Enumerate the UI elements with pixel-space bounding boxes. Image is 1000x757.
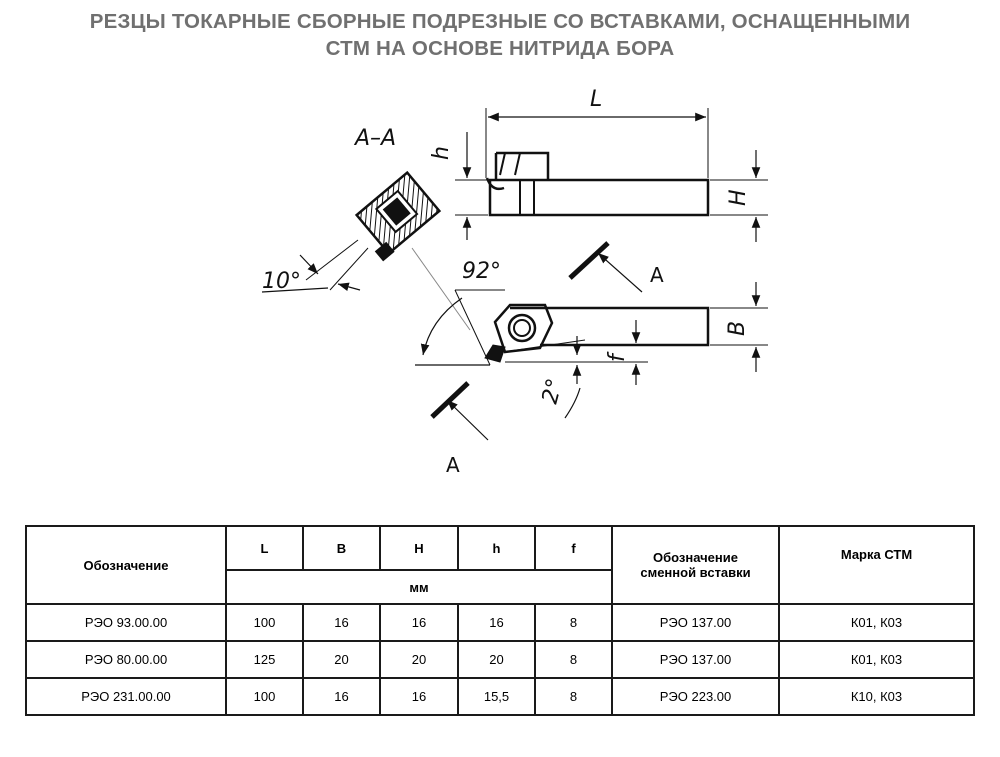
dim-L-label: L <box>590 87 602 112</box>
plan-view <box>415 241 768 441</box>
dim-B-label: B <box>725 321 750 336</box>
cell-h: 16 <box>457 603 536 642</box>
header-units: мм <box>225 569 613 605</box>
cell-grade: К01, К03 <box>778 603 975 642</box>
cell-L: 100 <box>225 677 304 716</box>
header-grade: Марка СТМ <box>778 525 975 605</box>
header-L: L <box>225 525 304 571</box>
cell-L: 125 <box>225 640 304 679</box>
header-h: h <box>457 525 536 571</box>
cut-label-top: А <box>650 263 664 287</box>
cell-designation: РЭО 80.00.00 <box>25 640 227 679</box>
cell-f: 8 <box>534 640 613 679</box>
title-line-1: РЕЗЦЫ ТОКАРНЫЕ СБОРНЫЕ ПОДРЕЗНЫЕ СО ВСТА… <box>89 10 911 33</box>
cell-grade: К01, К03 <box>778 640 975 679</box>
angle-92-label: 92° <box>462 259 501 284</box>
cell-f: 8 <box>534 677 613 716</box>
cell-insert: РЭО 223.00 <box>611 677 780 716</box>
cell-insert: РЭО 137.00 <box>611 640 780 679</box>
cut-label-bottom: А <box>446 453 460 477</box>
section-angle <box>261 239 471 331</box>
section-label: А–А <box>353 126 396 151</box>
header-B: B <box>302 525 381 571</box>
side-view <box>455 108 768 242</box>
technical-drawing: L h H А–А 10° <box>261 87 768 477</box>
cell-insert: РЭО 137.00 <box>611 603 780 642</box>
dim-h-label: h <box>429 146 454 160</box>
cell-designation: РЭО 231.00.00 <box>25 677 227 716</box>
header-designation: Обозначение <box>25 525 227 605</box>
table-row: РЭО 231.00.00 100 16 16 15,5 8 РЭО 223.0… <box>25 677 975 716</box>
cell-h: 15,5 <box>457 677 536 716</box>
table-row: РЭО 93.00.00 100 16 16 16 8 РЭО 137.00 К… <box>25 603 975 642</box>
section-view <box>354 170 442 262</box>
specs-table: Обозначение L B H h f Обозначение сменно… <box>25 525 975 716</box>
cell-B: 20 <box>302 640 381 679</box>
cell-L: 100 <box>225 603 304 642</box>
cell-H: 16 <box>379 677 459 716</box>
table-row: РЭО 80.00.00 125 20 20 20 8 РЭО 137.00 К… <box>25 640 975 679</box>
cell-f: 8 <box>534 603 613 642</box>
cell-grade: К10, К03 <box>778 677 975 716</box>
title-line-2: СТМ НА ОСНОВЕ НИТРИДА БОРА <box>325 37 675 60</box>
cell-H: 16 <box>379 603 459 642</box>
header-f: f <box>534 525 613 571</box>
cell-h: 20 <box>457 640 536 679</box>
cell-B: 16 <box>302 603 381 642</box>
angle-10-label: 10° <box>262 269 301 294</box>
cell-B: 16 <box>302 677 381 716</box>
cell-designation: РЭО 93.00.00 <box>25 603 227 642</box>
page-title: РЕЗЦЫ ТОКАРНЫЕ СБОРНЫЕ ПОДРЕЗНЫЕ СО ВСТА… <box>0 8 1000 62</box>
dim-H-label: H <box>726 189 751 206</box>
cell-H: 20 <box>379 640 459 679</box>
angle-2-label: 2° <box>538 376 569 407</box>
dim-f-label: f <box>605 351 630 362</box>
header-insert: Обозначение сменной вставки <box>611 525 780 605</box>
header-H: H <box>379 525 459 571</box>
